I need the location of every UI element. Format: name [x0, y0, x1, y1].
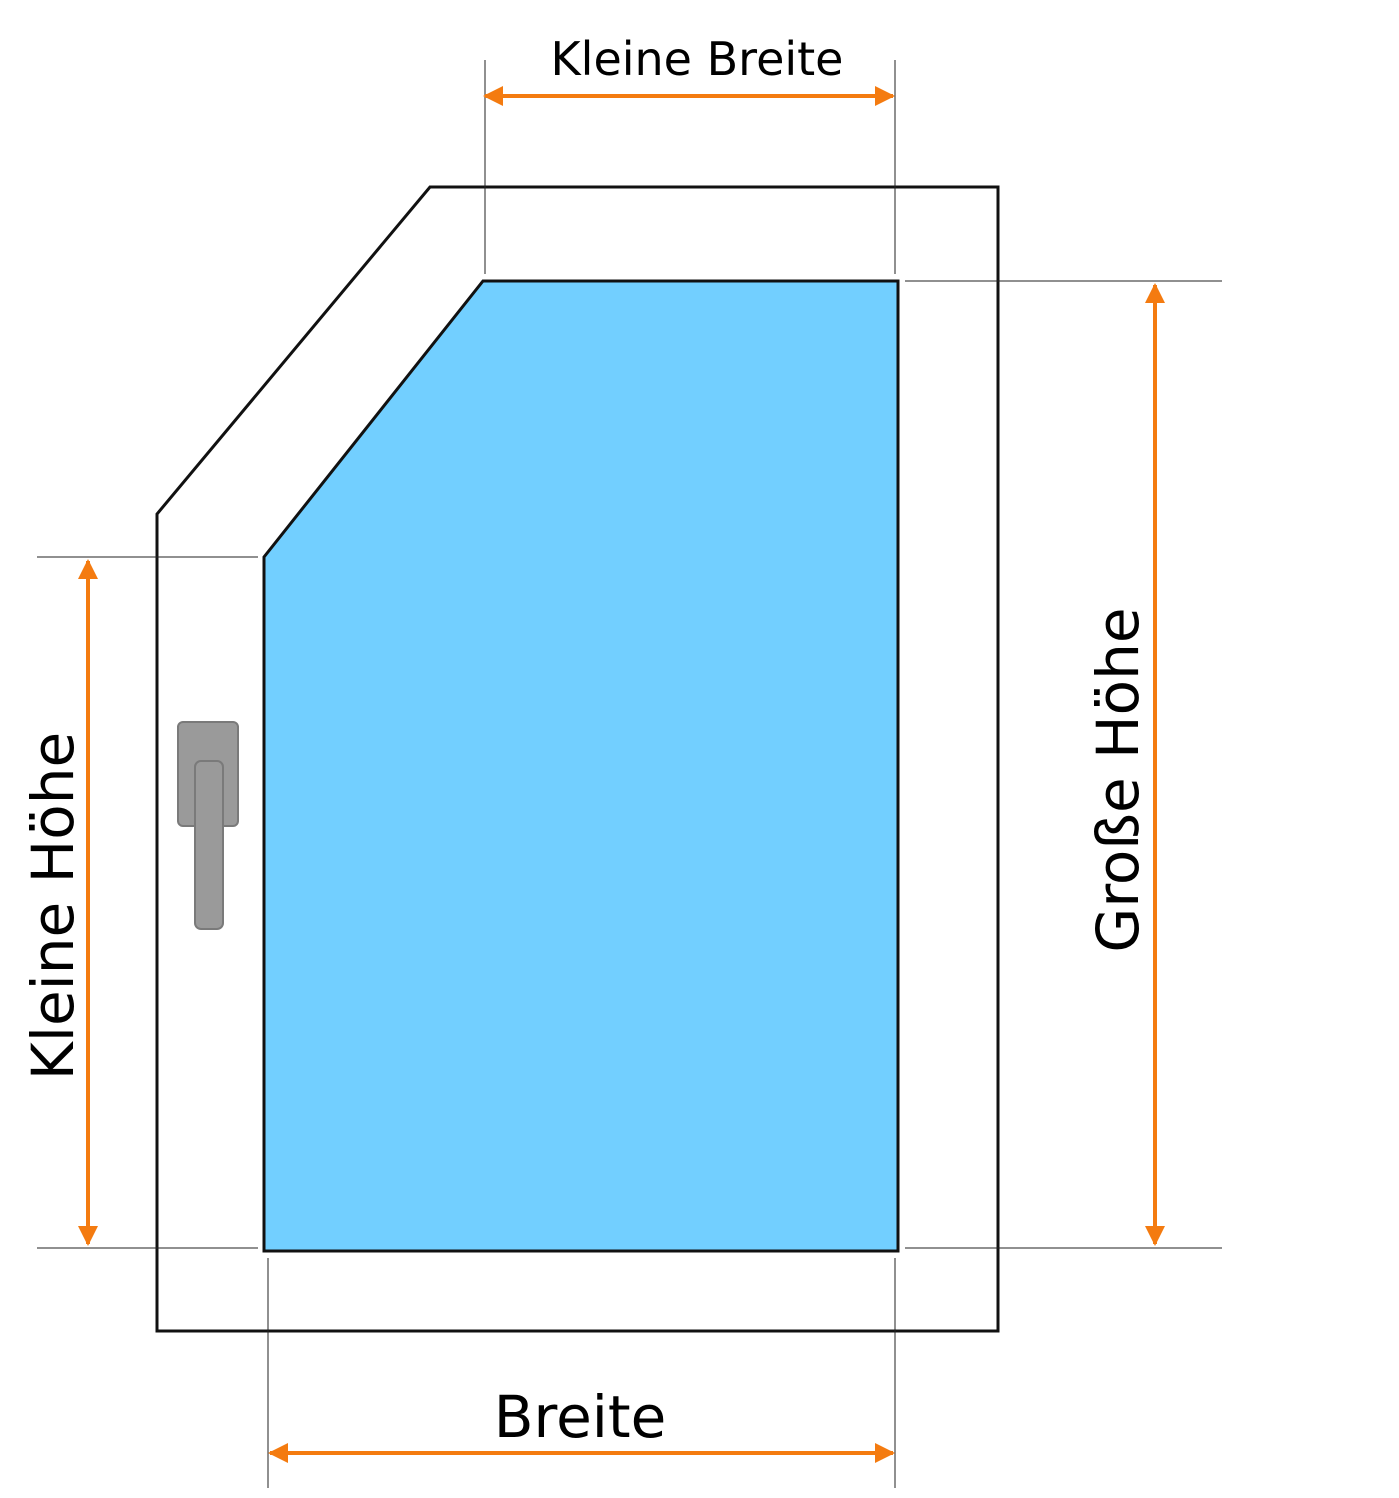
width-label: Breite	[494, 1383, 667, 1451]
small-height-label: Kleine Höhe	[19, 732, 87, 1080]
glass-pane	[262, 279, 900, 1253]
window-handle-icon	[177, 721, 239, 930]
large-height-label: Große Höhe	[1084, 607, 1152, 952]
small-width-label: Kleine Breite	[551, 32, 844, 86]
